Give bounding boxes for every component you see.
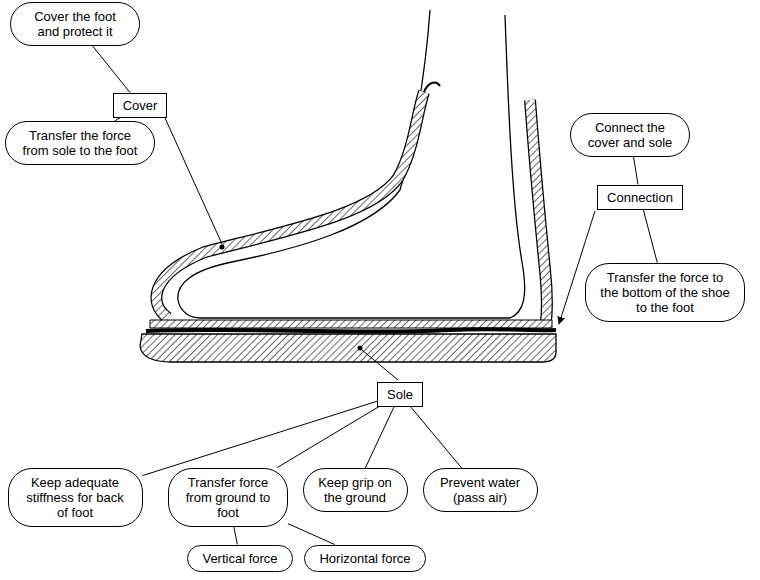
function-bubble: Transfer force from ground to foot <box>168 468 288 527</box>
sole-leader <box>362 350 398 380</box>
node-text: Connect the cover and sole <box>585 120 675 150</box>
function-bubble: Vertical force <box>187 545 292 572</box>
node-text: Prevent water (pass air) <box>438 475 523 505</box>
node-text: Cover <box>123 98 158 113</box>
node-text: Horizontal force <box>319 551 410 566</box>
foot-outline <box>178 10 525 318</box>
function-bubble: Prevent water (pass air) <box>423 468 538 512</box>
node-text: Keep adequate stiffness for back of foot <box>23 475 128 520</box>
cover-leader <box>165 118 222 244</box>
node-text: Transfer the force from sole to the foot <box>20 128 140 158</box>
leader-dot <box>220 245 225 250</box>
function-bubble: Keep adequate stiffness for back of foot <box>8 468 143 527</box>
part-box: Sole <box>377 382 423 407</box>
node-text: Cover the foot and protect it <box>25 9 125 39</box>
node-text: Keep grip on the ground <box>318 475 393 505</box>
connector-line <box>643 210 657 263</box>
connector-line <box>365 407 394 469</box>
connector-line <box>234 527 238 545</box>
part-box: Cover <box>113 93 168 118</box>
connector-line <box>410 407 461 469</box>
function-bubble: Cover the foot and protect it <box>10 2 140 46</box>
connector-line <box>93 46 130 93</box>
node-text: Sole <box>387 387 413 402</box>
function-bubble: Keep grip on the ground <box>303 468 408 512</box>
node-text: Transfer the force to the bottom of the … <box>600 270 730 315</box>
cover-band <box>156 83 440 318</box>
connector-line <box>277 407 379 468</box>
node-text: Connection <box>607 190 673 205</box>
node-text: Transfer force from ground to foot <box>183 475 273 520</box>
sole-shape <box>140 334 556 362</box>
connection-line <box>146 329 556 331</box>
insole-layer <box>150 320 552 328</box>
connector-line <box>634 157 638 185</box>
function-bubble: Horizontal force <box>304 545 425 572</box>
heel-band <box>530 100 547 322</box>
connector-line <box>288 524 335 545</box>
part-box: Connection <box>597 185 683 210</box>
leader-dot <box>358 346 363 351</box>
node-text: Vertical force <box>202 551 277 566</box>
function-bubble: Transfer the force to the bottom of the … <box>585 263 745 322</box>
connector-line <box>143 401 377 475</box>
function-bubble: Connect the cover and sole <box>570 113 690 157</box>
function-bubble: Transfer the force from sole to the foot <box>5 121 155 165</box>
